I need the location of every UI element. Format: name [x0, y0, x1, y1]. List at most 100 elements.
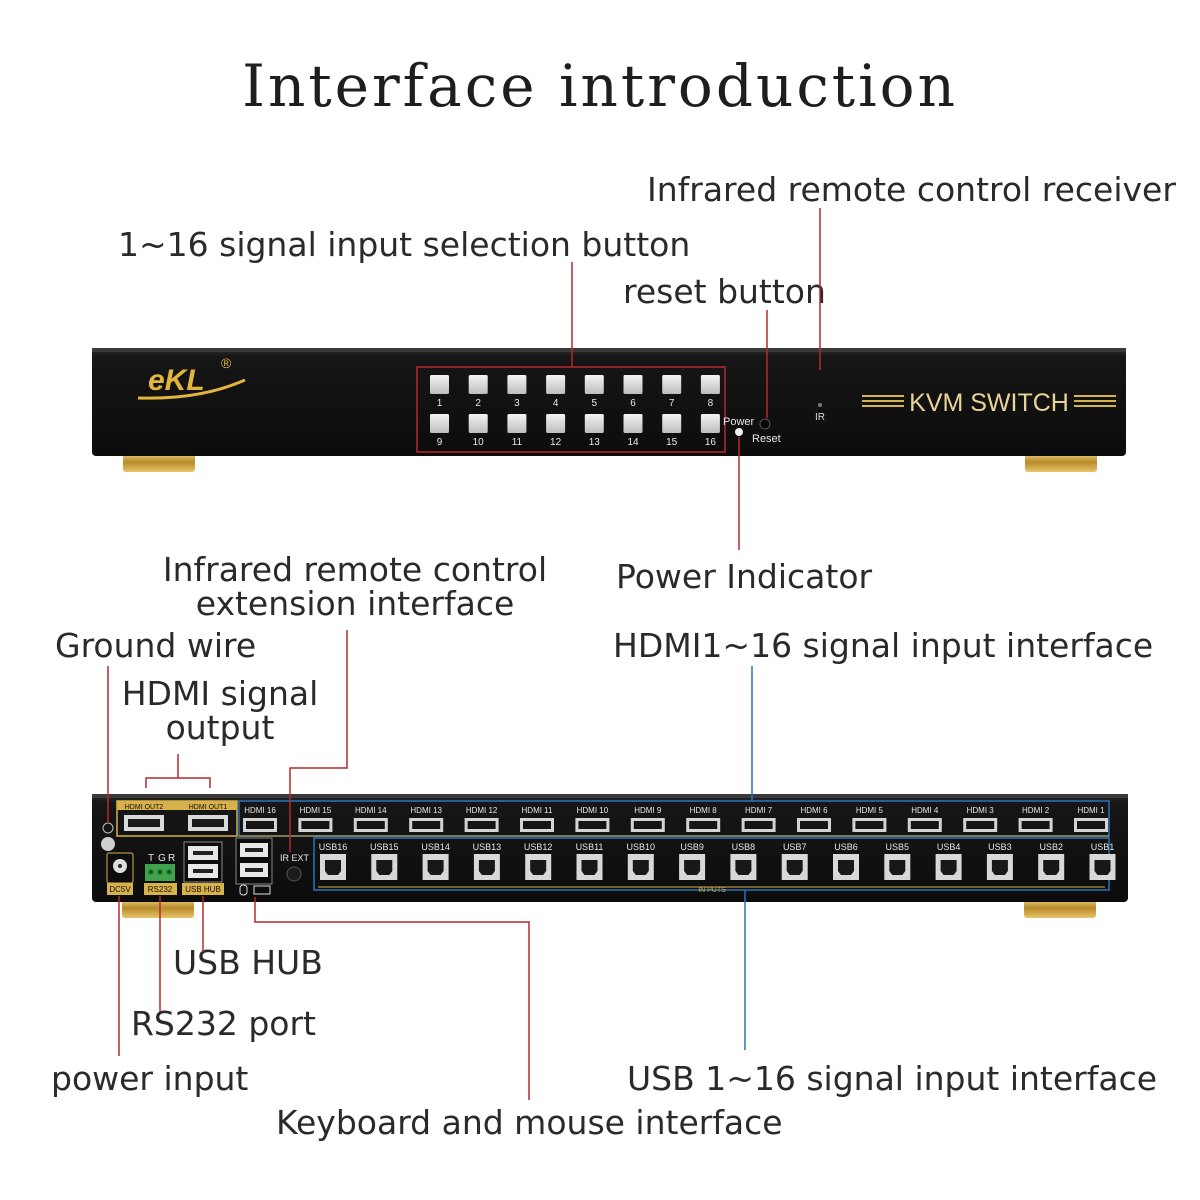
hdmi-input-5: HDMI 5	[852, 806, 887, 832]
reset-button-label: reset button	[623, 272, 826, 311]
keyboard-mouse-ports	[235, 837, 273, 896]
hdmi-port-slot	[633, 821, 662, 829]
input-button-1[interactable]: 1	[430, 375, 449, 409]
ir-text: IR	[815, 412, 825, 423]
reset-text: Reset	[752, 433, 781, 445]
input-button-cap[interactable]	[700, 375, 720, 394]
input-button-12[interactable]: 12	[546, 414, 566, 448]
input-button-number: 8	[708, 398, 714, 409]
usb-input-label: USB8	[732, 842, 756, 852]
input-button-9[interactable]: 9	[430, 414, 449, 448]
input-button-cap[interactable]	[468, 375, 488, 394]
hdmi-port-slot	[467, 821, 496, 829]
input-button-5[interactable]: 5	[584, 375, 604, 409]
usb-input-label: USB1	[1091, 842, 1115, 852]
usb-input-label: USB11	[576, 842, 604, 852]
input-button-10[interactable]: 10	[468, 414, 488, 448]
input-button-cap[interactable]	[623, 414, 643, 433]
hdmi-port-slot	[855, 821, 884, 829]
hdmi-input-label: HDMI 10	[577, 806, 609, 815]
input-button-cap[interactable]	[507, 375, 527, 394]
product-name: KVM SWITCH	[862, 389, 1116, 417]
hdmi-output-label-line2: output	[165, 708, 275, 747]
input-button-11[interactable]: 11	[507, 414, 527, 448]
ir-ext-label-line2: extension interface	[195, 584, 515, 623]
usb-input-3: USB3	[986, 842, 1013, 880]
hdmi-input-label: HDMI 4	[911, 806, 939, 815]
hdmi-input-1: HDMI 1	[1074, 806, 1108, 832]
input-button-4[interactable]: 4	[546, 375, 566, 409]
hdmi-port-slot	[246, 821, 274, 829]
power-input-label: power input	[51, 1059, 249, 1098]
hdmi-port-slot	[412, 821, 441, 829]
input-button-15[interactable]: 15	[662, 414, 682, 448]
input-button-number: 13	[589, 437, 601, 448]
brand-logo: eKL ®	[137, 355, 246, 400]
keyboard-icon	[253, 885, 271, 895]
hdmi-input-15: HDMI 15	[298, 806, 333, 832]
input-button-number: 6	[630, 398, 636, 409]
input-buttons-label: 1~16 signal input selection button	[118, 225, 691, 264]
hdmi-input-label: HDMI 7	[745, 806, 773, 815]
input-button-cap[interactable]	[584, 414, 604, 433]
usb-b-socket	[1043, 860, 1060, 875]
ir-ext-jack[interactable]	[286, 866, 302, 882]
input-button-cap[interactable]	[430, 414, 449, 433]
input-button-2[interactable]: 2	[468, 375, 488, 409]
ir-ext-label: Infrared remote control extension interf…	[140, 553, 570, 621]
usb-b-socket	[581, 860, 598, 875]
hdmi-input-7: HDMI 7	[741, 806, 776, 832]
input-button-cap[interactable]	[584, 375, 604, 394]
usb-input-4: USB4	[935, 842, 962, 880]
input-button-3[interactable]: 3	[507, 375, 527, 409]
hdmi-input-10: HDMI 10	[575, 806, 610, 832]
registered-mark: ®	[221, 355, 232, 371]
brand-logo-text: eKL	[148, 364, 205, 397]
hdmi-input-6: HDMI 6	[797, 806, 831, 832]
input-button-8[interactable]: 8	[700, 375, 720, 409]
usb-hub-text: USB HUB	[185, 885, 221, 894]
hdmi-input-label: HDMI 2	[1022, 806, 1050, 815]
input-button-14[interactable]: 14	[623, 414, 643, 448]
rear-panel: DC5V T G R RS232 USB HUB HDMI	[92, 794, 1128, 918]
hdmi-port-slot	[689, 821, 718, 829]
input-button-cap[interactable]	[700, 414, 720, 433]
product-name-text: KVM SWITCH	[909, 389, 1069, 417]
input-button-number: 14	[627, 437, 639, 448]
power-led-label: Power	[723, 416, 755, 428]
usb-b-socket	[991, 860, 1008, 875]
front-body	[92, 348, 1126, 456]
input-button-cap[interactable]	[430, 375, 449, 394]
reset-button[interactable]	[759, 418, 771, 430]
input-button-number: 15	[666, 437, 678, 448]
hdmi-input-label: HDMI 3	[967, 806, 995, 815]
hdmi-input-2: HDMI 2	[1018, 806, 1053, 832]
front-leader-lines	[571, 208, 821, 550]
input-button-6[interactable]: 6	[623, 375, 643, 409]
input-button-number: 9	[437, 437, 443, 448]
input-button-7[interactable]: 7	[662, 375, 682, 409]
input-button-16[interactable]: 16	[700, 414, 720, 448]
input-button-cap[interactable]	[468, 414, 488, 433]
input-button-cap[interactable]	[546, 414, 566, 433]
input-button-cap[interactable]	[507, 414, 527, 433]
input-button-cap[interactable]	[623, 375, 643, 394]
input-button-cap[interactable]	[546, 375, 566, 394]
ground-wire-label: Ground wire	[55, 626, 257, 665]
input-button-13[interactable]: 13	[584, 414, 604, 448]
hdmi-port-slot	[356, 821, 385, 829]
input-button-cap[interactable]	[662, 375, 682, 394]
hdmi-input-3: HDMI 3	[963, 806, 998, 832]
usb-b-socket	[427, 860, 444, 875]
page-title: Interface introduction	[242, 52, 958, 120]
hdmi-input-11: HDMI 11	[520, 806, 554, 832]
rear-foot-left	[122, 898, 194, 918]
rear-leader-lines-blue	[744, 666, 753, 1050]
hdmi-port-slot	[744, 821, 773, 829]
input-button-cap[interactable]	[662, 414, 682, 433]
hdmi-port-slot	[1077, 821, 1105, 829]
input-button-number: 3	[514, 398, 520, 409]
